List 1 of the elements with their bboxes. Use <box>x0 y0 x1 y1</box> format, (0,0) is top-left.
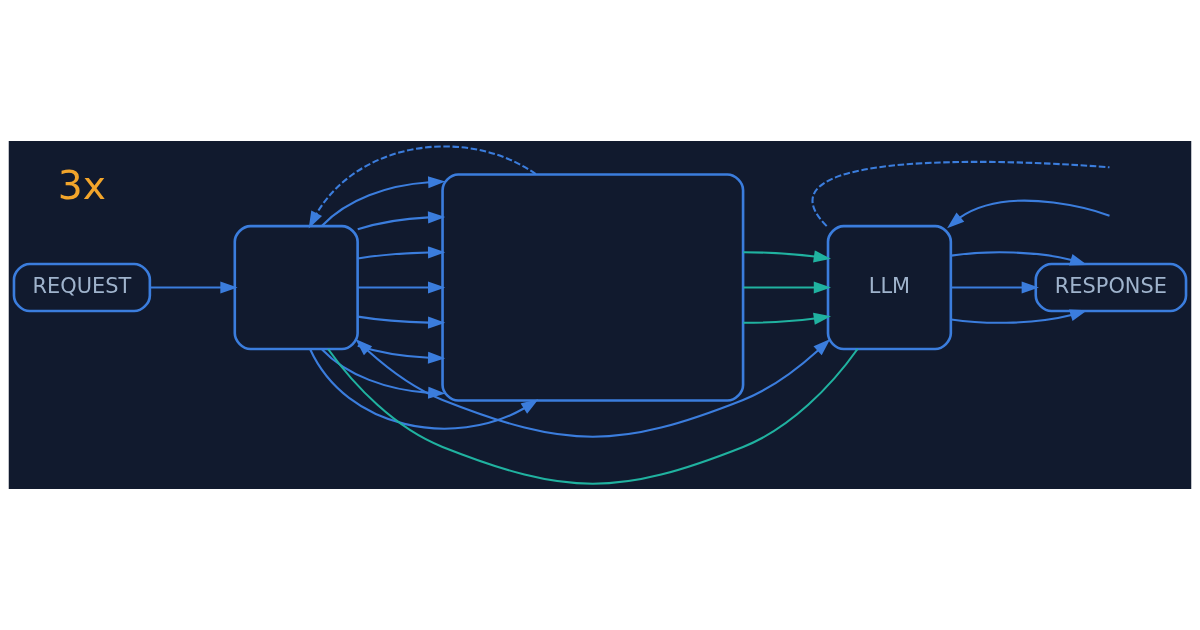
label: 3x <box>57 163 106 209</box>
